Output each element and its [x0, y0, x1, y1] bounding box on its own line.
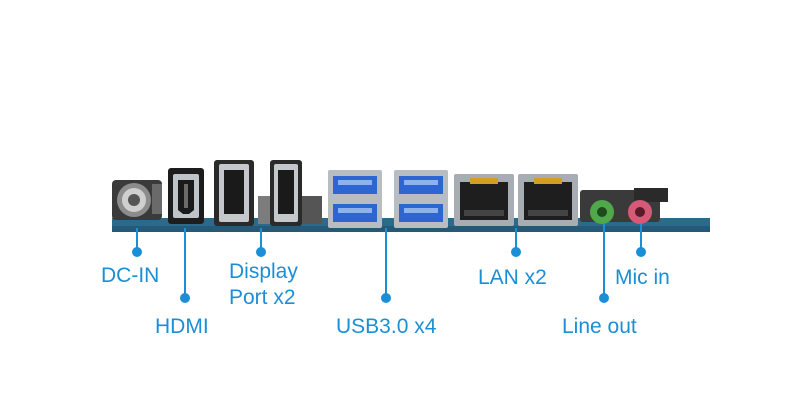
callout-dot: [599, 293, 609, 303]
callout-dot: [132, 247, 142, 257]
label-display-port-line2: Port x2: [229, 286, 296, 309]
label-line-out: Line out: [562, 315, 637, 338]
display-port-connectors: [214, 160, 322, 226]
label-dc-in: DC-IN: [101, 264, 160, 287]
label-mic-in: Mic in: [615, 266, 670, 289]
label-hdmi: HDMI: [155, 315, 209, 338]
callout-dot: [636, 247, 646, 257]
callout-dot: [511, 247, 521, 257]
usb3-ports: [328, 170, 448, 228]
lan-ports: [454, 174, 578, 226]
callout-dot: [180, 293, 190, 303]
callout-dot: [381, 293, 391, 303]
label-lan: LAN x2: [478, 266, 547, 289]
label-display-port-line1: Display: [229, 260, 298, 283]
label-usb: USB3.0 x4: [336, 315, 437, 338]
callout-dot: [256, 247, 266, 257]
audio-jacks: [580, 188, 668, 224]
hdmi-port: [168, 168, 204, 224]
callout-leaders: [132, 224, 646, 303]
dc-in-jack: [112, 180, 162, 220]
